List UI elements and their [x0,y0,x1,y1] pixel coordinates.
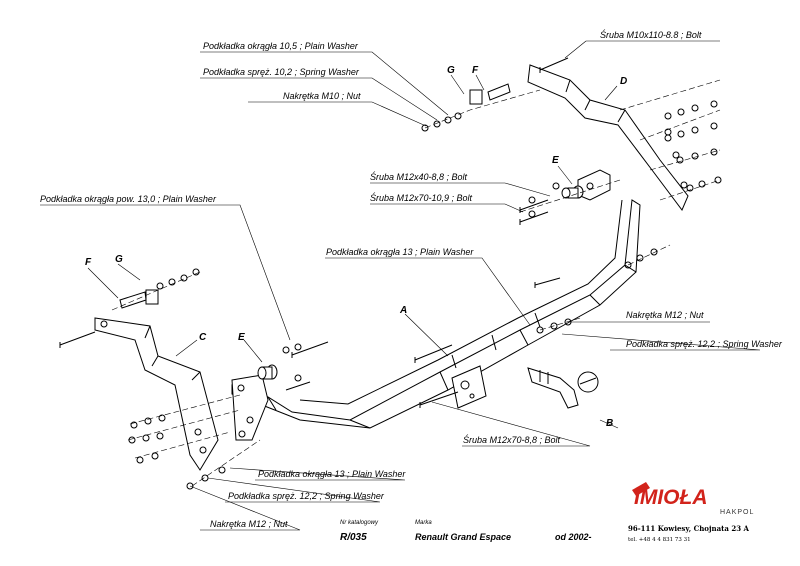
company-phone: tel. +48 4 4 831 73 31 [628,537,691,543]
drawing [40,40,761,531]
logo-sub: HAKPOL [720,509,754,516]
label-bolt-m12x70-10-9: Śruba M12x70-10,9 ; Bolt [370,192,473,203]
imiola-logo: IMIOŁA HAKPOL [632,482,754,516]
company-address: 96-111 Kowiesy, Chojnata 23 A [628,524,750,533]
label-nut-m12-right: Nakrętka M12 ; Nut [626,310,704,320]
spacer-e-left [257,364,278,380]
label-washer-10-5: Podkładka okrągła 10,5 ; Plain Washer [203,41,359,51]
part-letter-e-left: E [238,332,245,343]
mount-plate-right [577,169,611,201]
mount-plate-left [231,374,269,441]
label-nut-m10: Nakrętka M10 ; Nut [283,91,361,101]
assembly-axes [111,79,721,487]
part-letter-g-left: G [115,254,123,265]
label-bolt-m10: Śruba M10x110-8.8 ; Bolt [600,29,702,40]
part-letter-g-right: G [447,65,455,76]
tow-ball-b [527,367,599,409]
label-washer-13-bottom: Podkładka okrągła 13 ; Plain Washer [258,469,406,479]
footer: Nr katalogowy R/035 Marka Renault Grand … [340,482,754,543]
label-spring-12-2-right: Podkładka spręż. 12,2 ; Spring Washer [626,339,783,349]
label-bolt-m12x70-8-8: Śruba M12x70-8,8 ; Bolt [463,434,561,445]
label-spring-10-2: Podkładka spręż. 10,2 ; Spring Washer [203,67,360,77]
labels: Podkładka okrągła 10,5 ; Plain Washer Po… [40,29,783,529]
leader-lines [40,40,761,531]
bolts [59,57,569,408]
crossbar-a [231,199,641,429]
fastener-stacks [128,100,722,490]
label-nut-m12-bottom: Nakrętka M12 ; Nut [210,519,288,529]
bracket-d [527,64,689,211]
part-letter-f-left: F [85,257,92,268]
spacer-fg-right [469,83,511,105]
bracket-c [94,317,219,471]
catalog-label: Nr katalogowy [340,520,379,526]
part-letter-d: D [620,76,627,87]
model-year: od 2002- [555,532,592,542]
part-letter-c: C [199,332,207,343]
vehicle-model: Renault Grand Espace [415,532,511,542]
part-letter-a: A [399,305,407,316]
label-washer-13-top: Podkładka okrągła 13 ; Plain Washer [326,247,474,257]
brand-label: Marka [415,520,432,526]
label-spring-12-2-bottom: Podkładka spręż. 12,2 ; Spring Washer [228,491,385,501]
spacer-e-right [561,185,584,199]
label-washer-13-0: Podkładka okrągła pow. 13,0 ; Plain Wash… [40,194,217,204]
logo-swoosh-icon [632,482,650,496]
part-letter-f-right: F [472,65,479,76]
spacer-fg-left [119,289,159,309]
socket-plate [451,365,487,409]
part-letter-e-right: E [552,155,559,166]
part-letter-b: B [606,418,613,429]
catalog-number: R/035 [340,532,367,543]
label-bolt-m12x40: Śruba M12x40-8,8 ; Bolt [370,171,468,182]
logo-text: IMIOŁA [634,486,708,509]
